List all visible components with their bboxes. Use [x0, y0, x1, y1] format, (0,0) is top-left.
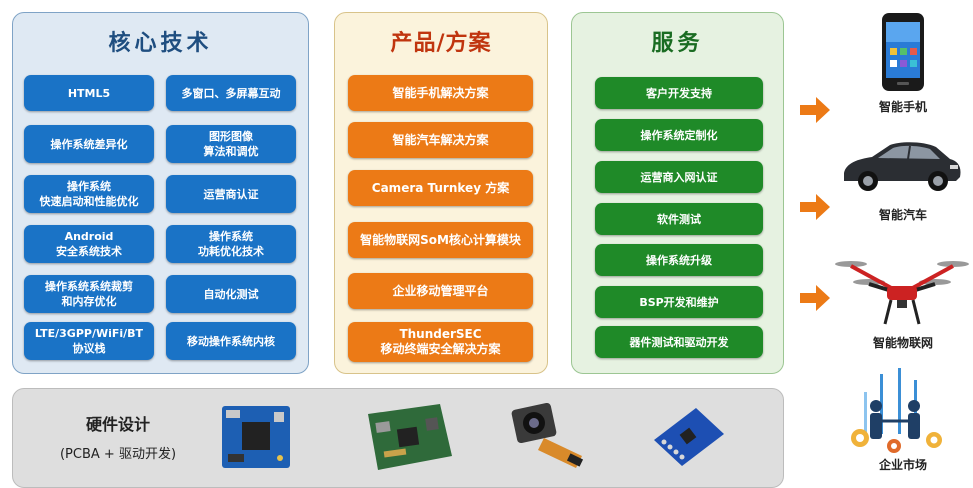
services-title: 服务: [651, 31, 704, 56]
car-icon: [844, 142, 961, 191]
target-label-enterprise: 企业市场: [878, 458, 927, 472]
arrow-icon: [800, 97, 830, 123]
core-item-auto-test: 自动化测试: [166, 275, 296, 313]
product-smartphone: 智能手机解决方案: [348, 75, 533, 111]
core-item-os-diff: 操作系统差异化: [24, 125, 154, 163]
core-item-html5: HTML5: [24, 75, 154, 111]
service-os-upgrade: 操作系统升级: [595, 244, 763, 276]
core-item-graphics: 图形图像 算法和调优: [166, 125, 296, 163]
service-customer-support: 客户开发支持: [595, 77, 763, 109]
core-item-kernel: 移动操作系统内核: [166, 322, 296, 360]
drone-icon: [835, 261, 969, 325]
target-label-iot: 智能物联网: [872, 336, 933, 350]
core-item-multiscreen: 多窗口、多屏幕互动: [166, 75, 296, 111]
product-thundersec: ThunderSEC 移动终端安全解决方案: [348, 322, 533, 362]
core-item-android-security: Android 安全系统技术: [24, 225, 154, 263]
core-tech-title: 核心技术: [108, 31, 213, 56]
service-bsp: BSP开发和维护: [595, 286, 763, 318]
hardware-subtitle: (PCBA + 驱动开发): [59, 447, 177, 462]
core-item-carrier-cert: 运营商认证: [166, 175, 296, 213]
core-item-power-opt: 操作系统 功耗优化技术: [166, 225, 296, 263]
service-os-customization: 操作系统定制化: [595, 119, 763, 151]
target-label-car: 智能汽车: [878, 208, 927, 222]
camera-module-icon: [511, 402, 584, 468]
sensor-board-icon: [654, 408, 724, 466]
enterprise-people-icon: [851, 368, 942, 453]
product-iot-som: 智能物联网SoM核心计算模块: [348, 222, 533, 258]
service-software-test: 软件测试: [595, 203, 763, 235]
product-camera-turnkey: Camera Turnkey 方案: [348, 170, 533, 206]
hardware-title: 硬件设计: [85, 415, 150, 434]
smartphone-icon: [882, 13, 924, 91]
service-carrier-cert: 运营商入网认证: [595, 161, 763, 193]
product-emm: 企业移动管理平台: [348, 273, 533, 309]
core-item-os-trim: 操作系统系统裁剪 和内存优化: [24, 275, 154, 313]
pcb-board-icon: [222, 406, 290, 468]
mainboard-icon: [368, 404, 452, 470]
arrow-icon: [800, 194, 830, 220]
products-title: 产品/方案: [390, 31, 492, 56]
target-label-smartphone: 智能手机: [878, 100, 927, 114]
arrow-icon: [800, 285, 830, 311]
core-item-fast-boot: 操作系统 快速启动和性能优化: [24, 175, 154, 213]
product-smart-car: 智能汽车解决方案: [348, 122, 533, 158]
services-panel: 服务: [571, 12, 784, 374]
service-device-test: 器件测试和驱动开发: [595, 326, 763, 358]
core-item-protocol-stack: LTE/3GPP/WiFi/BT 协议栈: [24, 322, 154, 360]
